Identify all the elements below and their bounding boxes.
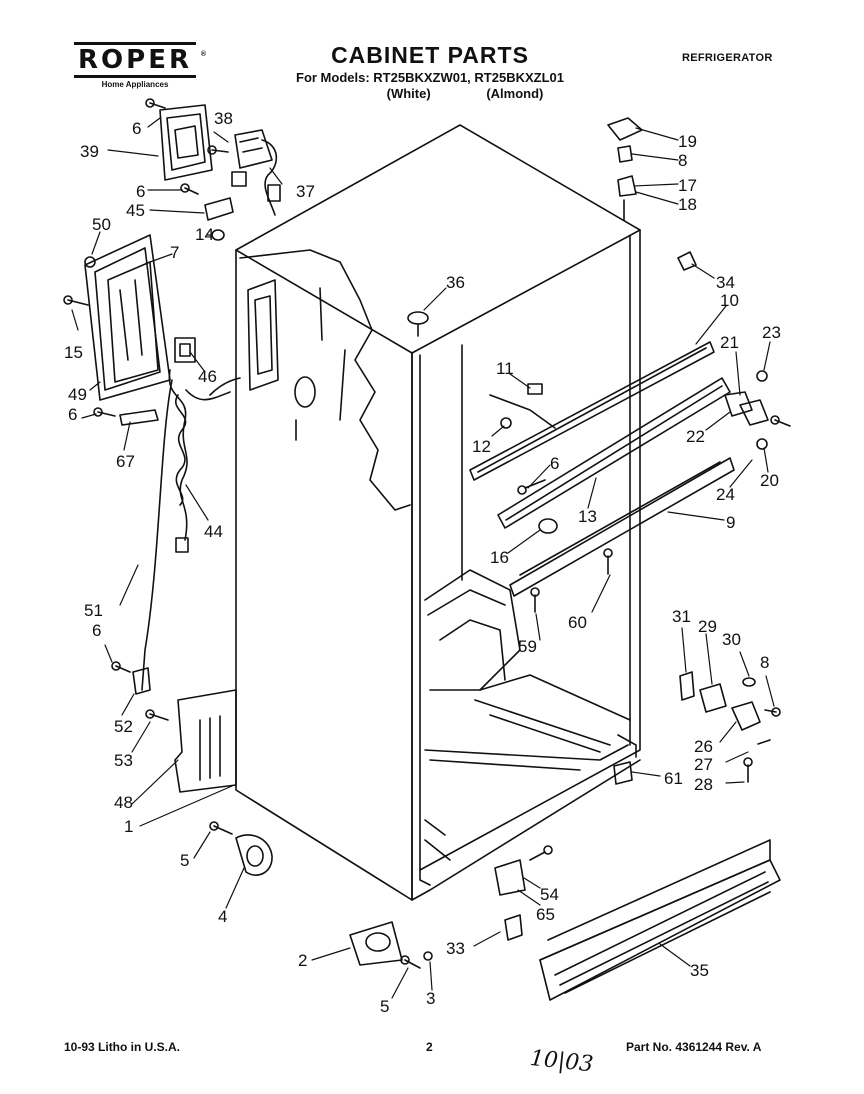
- callout-15: 15: [64, 343, 83, 362]
- callout-30: 30: [722, 630, 741, 649]
- model-variants: (White) (Almond): [290, 86, 570, 101]
- callout-36: 36: [446, 273, 465, 292]
- part-number: Part No. 4361244 Rev. A: [626, 1040, 762, 1054]
- brand-tagline: Home Appliances: [101, 80, 169, 89]
- callout-8: 8: [678, 151, 687, 170]
- callout-24: 24: [716, 485, 735, 504]
- callout-53: 53: [114, 751, 133, 770]
- callout-51: 51: [84, 601, 103, 620]
- callout-49: 49: [68, 385, 87, 404]
- callout-11: 11: [496, 359, 514, 378]
- variant-almond: (Almond): [486, 86, 544, 101]
- control-housing-parts: [84, 104, 281, 691]
- document-type: REFRIGERATOR: [682, 52, 773, 64]
- callout-33: 33: [446, 939, 465, 958]
- callout-17: 17: [678, 176, 697, 195]
- callout-27: 27: [694, 755, 713, 774]
- callout-31: 31: [672, 607, 691, 626]
- callout-23: 23: [762, 323, 781, 342]
- roper-logo: ROPER ® Home Appliances: [74, 40, 206, 89]
- page-number: 2: [426, 1040, 433, 1054]
- callout-34: 34: [716, 273, 735, 292]
- callout-numbers: 6 38 39 6 37 45 14 50 7 15 46 49 6 67 44…: [64, 109, 781, 1016]
- callout-6: 6: [132, 119, 141, 138]
- callout-65: 65: [536, 905, 555, 924]
- bottom-hinge-parts: [613, 671, 761, 785]
- callout-12: 12: [472, 437, 491, 456]
- callout-52: 52: [114, 717, 133, 736]
- models-line: For Models: RT25BKXZW01, RT25BKXZL01: [296, 70, 564, 85]
- callout-9: 9: [726, 513, 735, 532]
- callout-26: 26: [694, 737, 713, 756]
- callout-18: 18: [678, 195, 697, 214]
- callout-5: 5: [180, 851, 189, 870]
- callout-6: 6: [136, 182, 145, 201]
- callout-8: 8: [760, 653, 769, 672]
- callout-35: 35: [690, 961, 709, 980]
- print-info: 10-93 Litho in U.S.A.: [64, 1040, 181, 1054]
- callout-37: 37: [296, 182, 315, 201]
- callout-13: 13: [578, 507, 597, 526]
- callout-28: 28: [694, 775, 713, 794]
- callout-44: 44: [204, 522, 223, 541]
- callout-5: 5: [380, 997, 389, 1016]
- callout-54: 54: [540, 885, 559, 904]
- callout-38: 38: [214, 109, 233, 128]
- brand-name: ROPER: [78, 45, 192, 75]
- callout-10: 10: [720, 291, 739, 310]
- callout-22: 22: [686, 427, 705, 446]
- callout-6: 6: [550, 454, 559, 473]
- callout-39: 39: [80, 142, 99, 161]
- callout-14: 14: [195, 225, 214, 244]
- callout-19: 19: [678, 132, 697, 151]
- handwritten-date-note: 10|03: [529, 1046, 595, 1077]
- variant-white: (White): [386, 86, 431, 101]
- callout-2: 2: [298, 951, 307, 970]
- callout-3: 3: [426, 989, 435, 1008]
- callout-6: 6: [68, 405, 77, 424]
- callout-59: 59: [518, 637, 537, 656]
- screws-and-fasteners: [63, 98, 791, 969]
- callout-46: 46: [198, 367, 217, 386]
- logo-rule-top: [74, 42, 196, 45]
- cabinet-shell: [235, 124, 641, 901]
- callout-7: 7: [170, 243, 179, 262]
- shelf-rails-and-brackets: [469, 341, 769, 597]
- callout-45: 45: [126, 201, 145, 220]
- page-title: CABINET PARTS: [331, 42, 529, 68]
- callout-60: 60: [568, 613, 587, 632]
- callout-67: 67: [116, 452, 135, 471]
- callout-20: 20: [760, 471, 779, 490]
- callout-16: 16: [490, 548, 509, 567]
- callout-6: 6: [92, 621, 101, 640]
- lower-left-parts: [132, 667, 273, 876]
- callout-29: 29: [698, 617, 717, 636]
- lower-middle-parts: [349, 839, 781, 1001]
- callout-21: 21: [720, 333, 739, 352]
- leader-lines: [71, 117, 775, 999]
- logo-wordmark: ROPER ®: [74, 45, 206, 75]
- callout-50: 50: [92, 215, 111, 234]
- callout-61: 61: [664, 769, 683, 788]
- callout-48: 48: [114, 793, 133, 812]
- logo-rule-bottom: [74, 75, 196, 78]
- callout-1: 1: [124, 817, 133, 836]
- title-block: CABINET PARTS For Models: RT25BKXZW01, R…: [290, 42, 570, 101]
- trademark-symbol: ®: [200, 51, 206, 58]
- callout-4: 4: [218, 907, 227, 926]
